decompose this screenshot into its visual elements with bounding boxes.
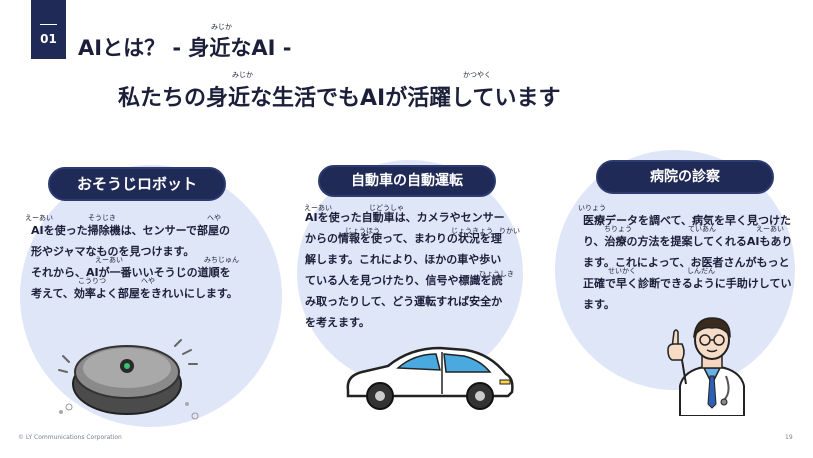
card-line: それから、AIが一番いいそうじの道順を (31, 266, 231, 279)
card-ruby: へや (141, 277, 155, 285)
section-number: 01 (40, 32, 57, 46)
section-badge: 01 (31, 0, 66, 59)
card-line: AIを使った自動車は、カメラやセンサー (305, 211, 505, 224)
card-ruby: えーあい (95, 256, 123, 264)
card-ruby: ひょうしき (479, 270, 514, 278)
page-subtitle: 私たちの身近な生活でもAIが活躍しています (118, 86, 561, 111)
card-line: からの情報を使って、まわりの状況を理 (305, 232, 502, 245)
card-line: ている人を見つけたり、信号や標識を読 (305, 274, 503, 287)
page-number: 19 (785, 434, 793, 441)
card-ruby: しんだん (687, 267, 715, 275)
card-ruby: へや (207, 214, 221, 222)
card-line: 形やジャマなものを見つけます。 (31, 245, 195, 258)
card-heading-robot: おそうじロボット (48, 167, 226, 201)
card-ruby: りかい (499, 227, 520, 235)
card-line: AIを使った掃除機は、センサーで部屋の (31, 224, 230, 237)
card-ruby: みちじゅん (204, 256, 239, 264)
card-ruby: ていあん (688, 225, 716, 233)
card-circle-car (297, 160, 523, 386)
card-body-car: AIを使った自動車は、カメラやセンサー からの情報を使って、まわりの状況を理 解… (305, 207, 523, 333)
card-heading-car: 自動車の自動運転 (318, 165, 496, 197)
card-ruby: えーあい (304, 204, 332, 212)
card-ruby: えーあい (25, 214, 53, 222)
card-ruby: ちりょう (604, 225, 632, 233)
card-ruby: せいかく (608, 267, 636, 275)
card-line: 正確で早く診断できるように手助けしてい (583, 277, 792, 290)
card-body-robot: AIを使った掃除機は、センサーで部屋の 形やジャマなものを見つけます。 それから… (31, 220, 266, 304)
card-line: を考えます。 (305, 316, 370, 329)
card-line: ます。これによって、お医者さんがもっと (583, 256, 790, 269)
title-ruby: みじか (211, 23, 232, 31)
card-heading-hospital: 病院の診察 (596, 160, 774, 194)
card-line: り、治療の方法を提案してくれるAIもあり (583, 235, 793, 248)
card-ruby: そうじき (88, 214, 116, 222)
card-line: み取ったりして、どう運転すれば安全か (305, 295, 503, 308)
robot-vacuum-illustration (58, 339, 199, 420)
card-line: 解します。これにより、ほかの車や歩い (305, 253, 502, 266)
card-ruby: こうりつ (78, 277, 107, 285)
subtitle-ruby-mijika: みじか (232, 71, 253, 79)
card-ruby: じどうしゃ (369, 204, 404, 212)
card-line: 考えて、効率よく部屋をきれいにします。 (31, 287, 238, 300)
card-ruby: じょうきょう (451, 227, 493, 235)
car-illustration (346, 346, 514, 410)
card-line: 医療データを調べて、病気を早く見つけた (583, 214, 792, 227)
copyright-text: © LY Communications Corporation (18, 434, 122, 441)
badge-rule (40, 24, 57, 25)
card-body-hospital: 医療データを調べて、病気を早く見つけた り、治療の方法を提案してくれるAIもあり… (583, 210, 805, 315)
page-title: AIとは？ - 身近なAI - (78, 36, 292, 60)
card-line: ます。 (583, 298, 615, 311)
card-ruby: えーあい (756, 225, 784, 233)
card-ruby: いりょう (578, 204, 606, 212)
subtitle-ruby-katsuyaku: かつやく (463, 71, 491, 79)
card-ruby: じょうほう (345, 227, 380, 235)
doctor-illustration (667, 317, 745, 416)
